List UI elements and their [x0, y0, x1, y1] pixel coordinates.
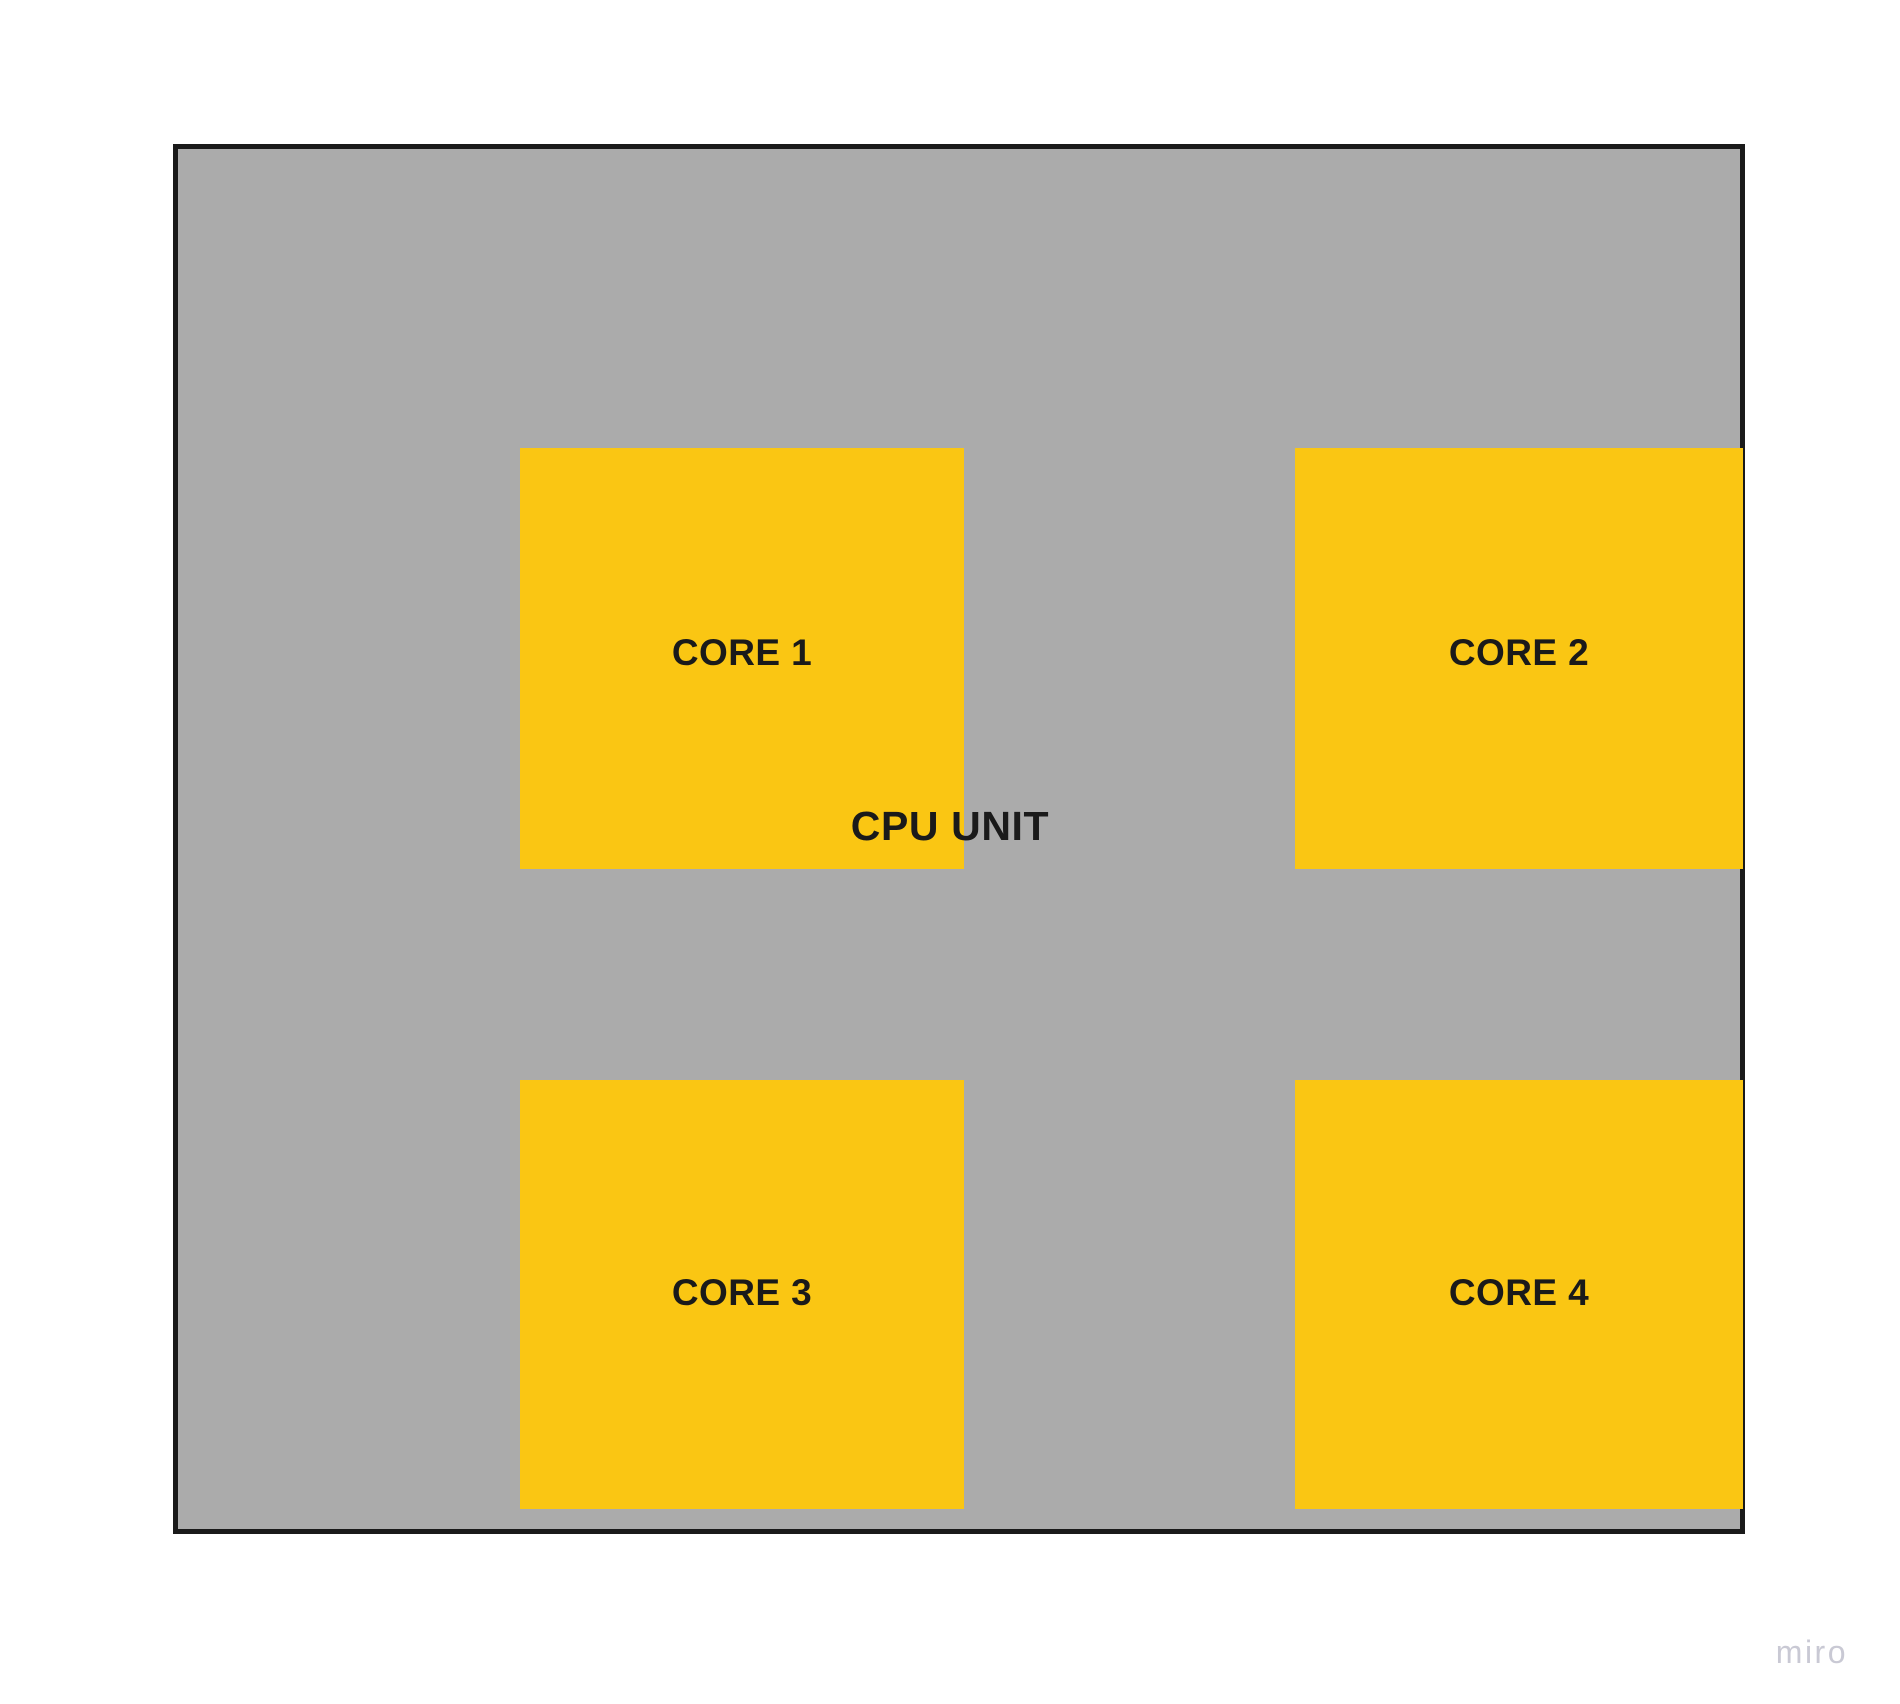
- core-block-4-label: CORE 4: [1448, 1272, 1590, 1313]
- core-block-1[interactable]: CORE 1: [520, 448, 964, 869]
- core-block-2[interactable]: CORE 2: [1295, 448, 1743, 869]
- cpu-unit-container[interactable]: CORE 1 CORE 2 CORE 3 CORE 4: [173, 144, 1745, 1534]
- core-block-1-label: CORE 1: [671, 632, 813, 673]
- core-block-3-label: CORE 3: [671, 1272, 813, 1313]
- miro-watermark: miro: [1775, 1634, 1848, 1670]
- core-block-2-label: CORE 2: [1448, 632, 1590, 673]
- core-block-4[interactable]: CORE 4: [1295, 1080, 1743, 1509]
- cpu-unit-title: CPU UNIT: [850, 803, 1050, 849]
- core-block-3[interactable]: CORE 3: [520, 1080, 964, 1509]
